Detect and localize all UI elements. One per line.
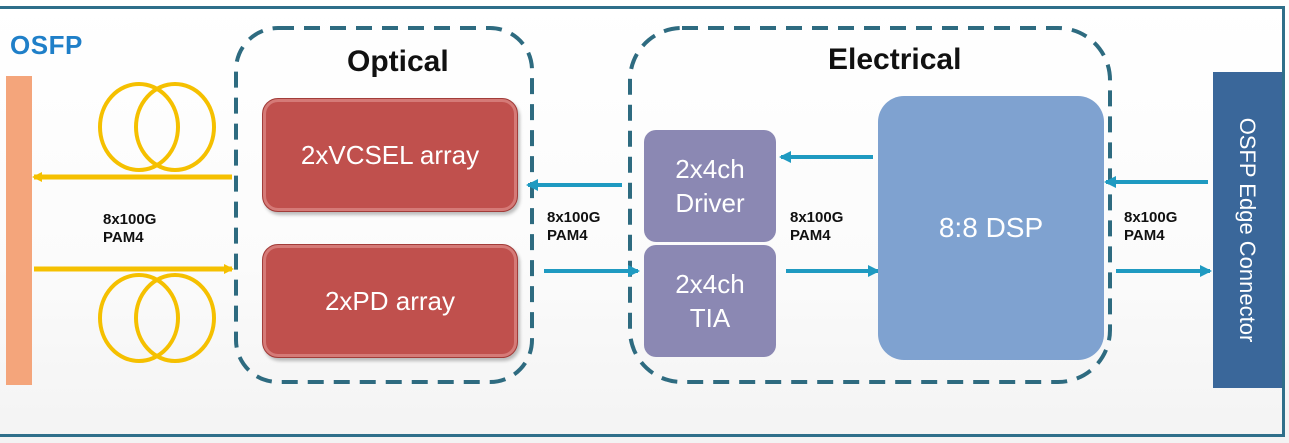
driver-block: 2x4ch Driver <box>644 130 776 242</box>
rate-line2: PAM4 <box>1124 227 1165 244</box>
dsp-block: 8:8 DSP <box>878 96 1104 360</box>
optical-electrical-rate-label: 8x100G PAM4 <box>547 209 600 245</box>
pd-array-label: 2xPD array <box>324 286 456 316</box>
fiber-rate-label: 8x100G PAM4 <box>103 211 156 247</box>
ic-dsp-rate-label: 8x100G PAM4 <box>790 209 843 245</box>
rate-line1: 8x100G <box>1124 209 1178 226</box>
fiber-coil-bottom <box>98 273 216 363</box>
host-rate-label: 8x100G PAM4 <box>1124 209 1177 245</box>
rate-line2: PAM4 <box>547 227 588 244</box>
osfp-optical-port <box>6 76 32 385</box>
rate-line1: 8x100G <box>103 211 157 228</box>
driver-label-line1: 2x4ch <box>675 154 745 184</box>
electrical-region-outline <box>628 26 1112 384</box>
driver-label-line2: Driver <box>675 188 745 218</box>
rate-line2: PAM4 <box>790 227 831 244</box>
rate-line1: 8x100G <box>547 209 601 226</box>
dsp-label: 8:8 DSP <box>938 212 1044 243</box>
edge-connector-label: OSFP Edge Connector <box>1235 117 1261 343</box>
osfp-label: OSFP <box>10 30 83 60</box>
edge-connector-block <box>1213 72 1282 388</box>
rate-line1: 8x100G <box>790 209 844 226</box>
tia-block: 2x4ch TIA <box>644 245 776 357</box>
frame-bottom-border <box>0 434 1285 437</box>
frame-top-border <box>0 6 1284 9</box>
pd-array-block: 2xPD array <box>262 244 518 358</box>
frame-right-border <box>1282 6 1285 436</box>
fiber-coil-top <box>98 82 216 172</box>
electrical-title: Electrical <box>828 43 962 76</box>
optical-region-outline <box>234 26 534 384</box>
vcsel-array-label: 2xVCSEL array <box>300 140 480 170</box>
optical-title: Optical <box>347 45 449 78</box>
tia-label-line2: TIA <box>689 303 731 333</box>
tia-label-line1: 2x4ch <box>675 269 745 299</box>
rate-line2: PAM4 <box>103 229 144 246</box>
vcsel-array-block: 2xVCSEL array <box>262 98 518 212</box>
